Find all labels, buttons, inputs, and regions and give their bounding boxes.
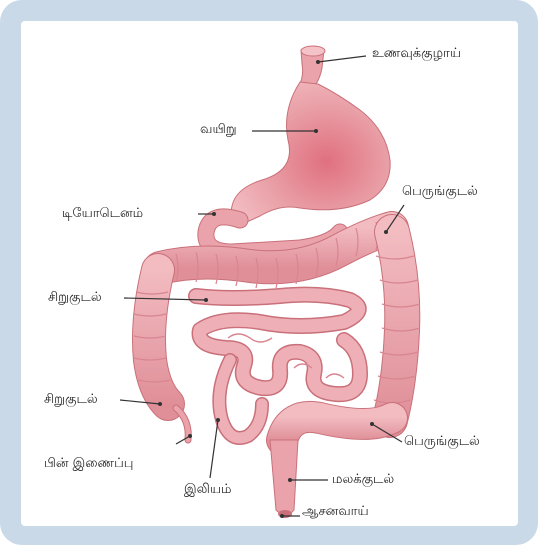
label-appendix: பின் இணைப்பு xyxy=(44,456,133,472)
label-duodenum: டியோடெனம் xyxy=(62,206,143,222)
stomach-shape xyxy=(231,82,390,226)
leader-esophagus xyxy=(318,56,366,62)
label-large-intestine-bottom: பெருங்குடல் xyxy=(404,434,480,450)
leader-ileum xyxy=(210,420,218,478)
transverse-colon-shape xyxy=(160,222,392,288)
rectum-shape xyxy=(270,440,298,518)
label-small-intestine-lower: சிறுகுடல் xyxy=(44,392,98,408)
ascending-colon-shape xyxy=(134,270,170,404)
label-large-intestine-top: பெருங்குடல் xyxy=(402,184,478,200)
esophagus-shape xyxy=(300,46,325,84)
descending-colon-shape xyxy=(374,232,420,420)
label-stomach: வயிறு xyxy=(200,122,237,138)
label-ileum: இலியம் xyxy=(184,482,232,498)
sigmoid-colon-shape xyxy=(282,417,392,440)
label-rectum: மலக்குடல் xyxy=(332,472,394,488)
label-esophagus: உணவுக்குழாய் xyxy=(372,46,461,62)
label-anus: ஆசனவாய் xyxy=(302,504,369,520)
label-small-intestine-upper: சிறுகுடல் xyxy=(48,290,102,306)
